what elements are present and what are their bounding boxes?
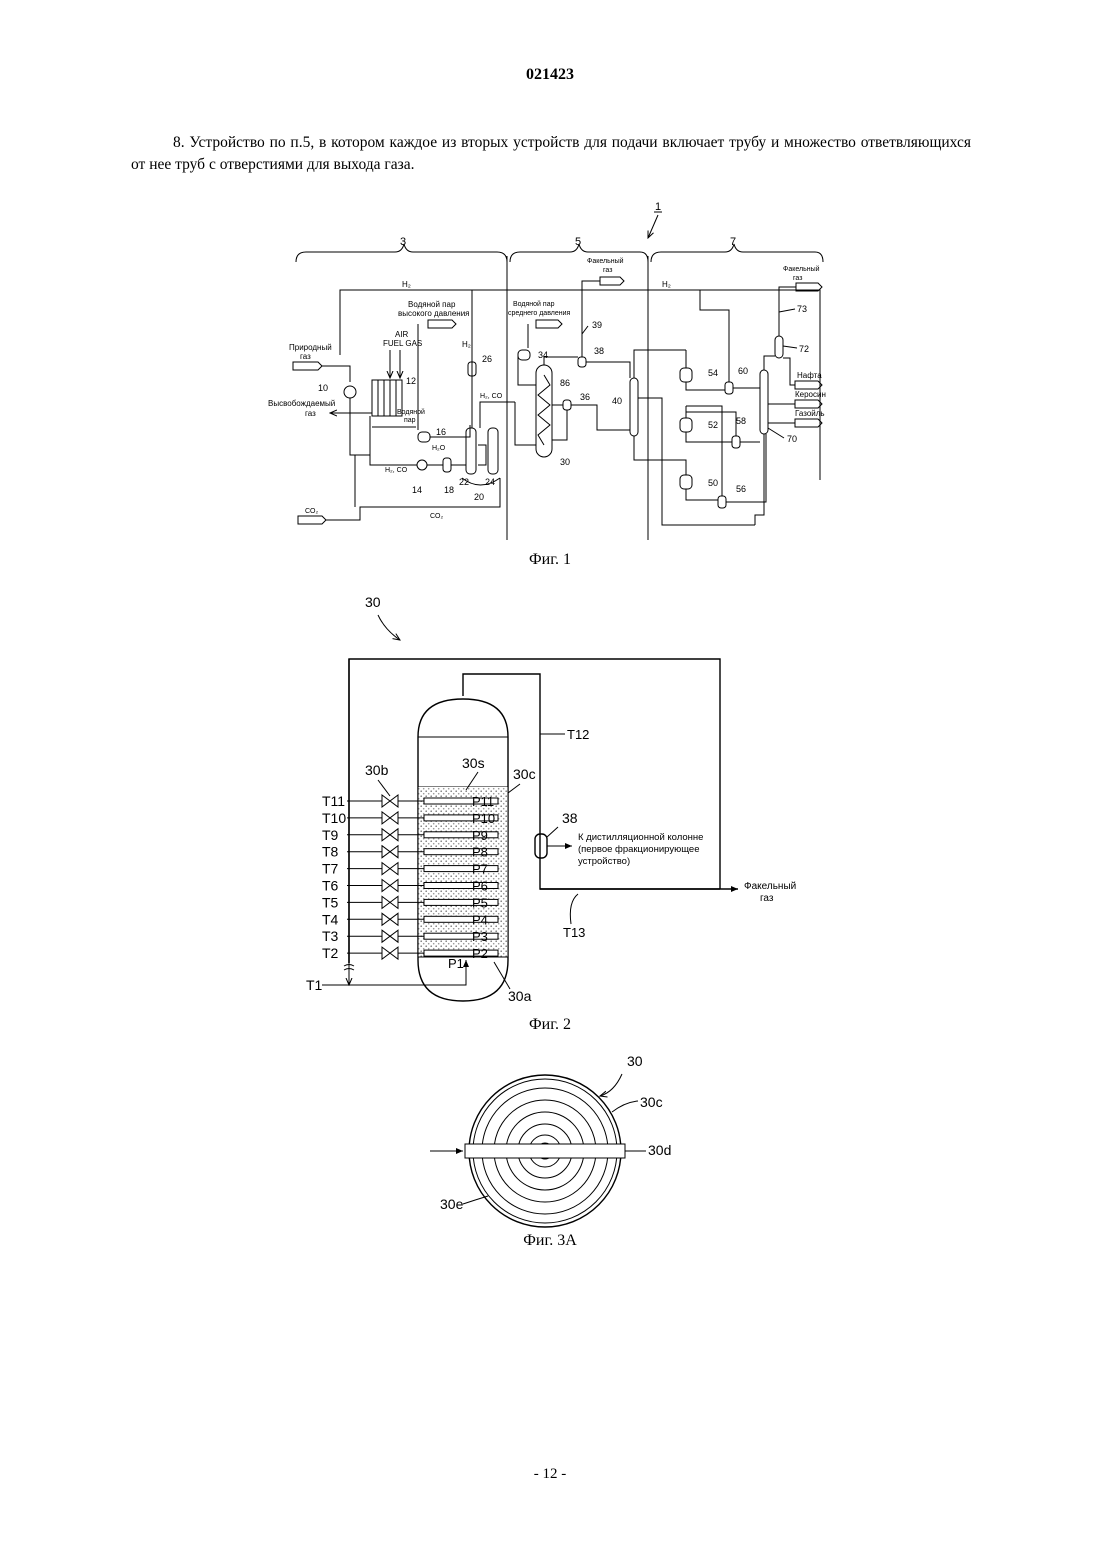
fig3a-label-30c: 30c — [640, 1094, 663, 1110]
fig3a-caption: Фиг. 3А — [0, 1232, 1100, 1250]
fig3a-label-30: 30 — [627, 1053, 643, 1069]
fig3a-label-30e: 30e — [440, 1196, 464, 1212]
fig3a-label-30d: 30d — [648, 1142, 671, 1158]
page-number: - 12 - — [0, 1466, 1100, 1483]
figure-3a: 30 30c 30d 30e — [430, 1053, 671, 1227]
fig3a-pipe-30d — [465, 1144, 625, 1158]
